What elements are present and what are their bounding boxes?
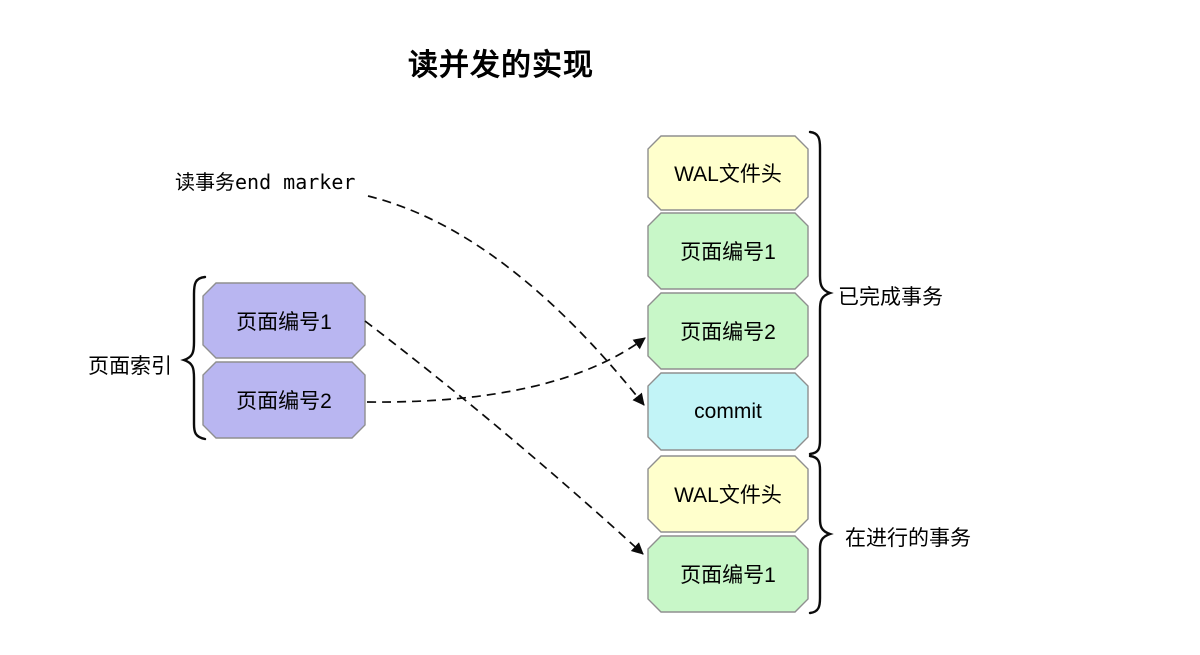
arrow-page1-to-wal-page1 bbox=[364, 320, 644, 555]
inprogress-tx-brace bbox=[808, 454, 834, 615]
end-marker-label: 读事务end marker bbox=[175, 170, 356, 194]
completed-tx-brace bbox=[808, 130, 834, 456]
page-index-brace bbox=[180, 275, 207, 441]
arrow-page2-to-wal-page2 bbox=[366, 337, 646, 403]
wal-page-box-1-label: 页面编号1 bbox=[680, 241, 776, 264]
wal-page-box-3-shape bbox=[647, 535, 809, 613]
page-index-label: 页面索引 bbox=[88, 355, 172, 378]
page-index-box-1-shape bbox=[202, 282, 366, 359]
in-progress-tx-label: 在进行的事务 bbox=[845, 527, 971, 550]
page-index-box-2-label: 页面编号2 bbox=[236, 390, 332, 413]
wal-page-box-2-label: 页面编号2 bbox=[680, 321, 776, 344]
wal-page-box-3-label: 页面编号1 bbox=[680, 564, 776, 587]
wal-header-box-1-label: WAL文件头 bbox=[674, 163, 782, 186]
wal-header-box-2-label: WAL文件头 bbox=[674, 484, 782, 507]
page-index-box-2-shape bbox=[202, 361, 366, 439]
wal-page-box-2-shape bbox=[647, 292, 809, 370]
wal-commit-box-shape bbox=[647, 372, 809, 451]
wal-page-box-1-shape bbox=[647, 212, 809, 290]
diagram-title: 读并发的实现 bbox=[408, 49, 594, 82]
completed-tx-label: 已完成事务 bbox=[838, 286, 943, 309]
page-index-box-1-label: 页面编号1 bbox=[236, 310, 332, 334]
wal-commit-box-label: commit bbox=[694, 399, 762, 423]
wal-header-box-1-shape bbox=[647, 135, 809, 211]
arrow-end-marker-to-commit bbox=[367, 195, 645, 406]
wal-header-box-2-shape bbox=[647, 455, 809, 533]
